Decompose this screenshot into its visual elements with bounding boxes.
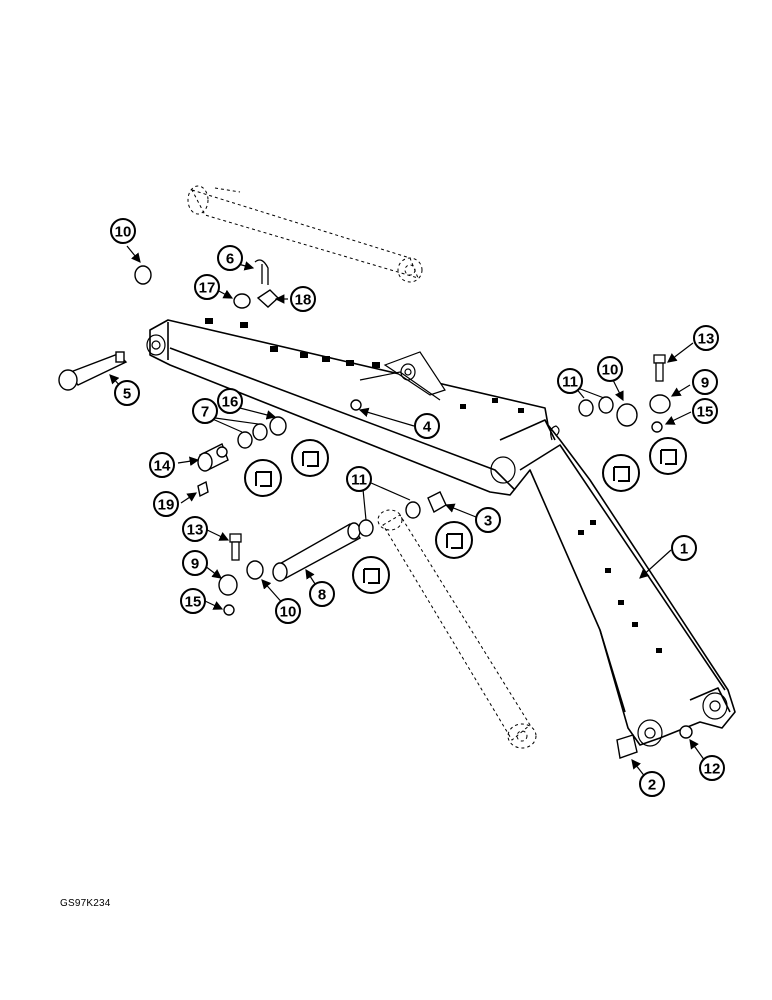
- callout-5: 5: [114, 380, 140, 406]
- kit-symbol: [435, 521, 473, 559]
- callout-label: 14: [154, 458, 171, 475]
- callout-label: 9: [701, 375, 709, 392]
- callout-circle: [414, 413, 440, 439]
- callout-label: 10: [280, 604, 297, 621]
- callout-label: 19: [158, 497, 175, 514]
- callout-label: 10: [115, 224, 132, 241]
- callout-label: 1: [680, 541, 688, 558]
- callout-circle: [699, 755, 725, 781]
- callout-circle: [692, 369, 718, 395]
- callout-label: 4: [423, 419, 432, 436]
- callout-13: 13: [182, 516, 208, 542]
- callout-2: 2: [639, 771, 665, 797]
- callout-circle: [639, 771, 665, 797]
- callout-label: 10: [602, 362, 619, 379]
- callout-circle: [149, 452, 175, 478]
- callout-circle: [309, 581, 335, 607]
- callout-label: 16: [222, 394, 239, 411]
- callout-label: 18: [295, 292, 312, 309]
- callout-label: 13: [698, 331, 715, 348]
- callout-13: 13: [693, 325, 719, 351]
- callout-label: 11: [562, 374, 578, 391]
- callout-circle: [346, 466, 372, 492]
- callout-10: 10: [597, 356, 623, 382]
- callout-circle: [671, 535, 697, 561]
- callout-9: 9: [692, 369, 718, 395]
- callout-11: 11: [346, 466, 372, 492]
- callout-16: 16: [217, 388, 243, 414]
- callout-10: 10: [110, 218, 136, 244]
- callout-label: 9: [191, 556, 199, 573]
- pin-part-14: [197, 443, 229, 472]
- callout-circle: [192, 398, 218, 424]
- callout-11: 11: [557, 368, 583, 394]
- callout-label: 15: [185, 594, 202, 611]
- callout-4: 4: [414, 413, 440, 439]
- washers-and-bushings: [134, 265, 693, 759]
- callout-circle: [217, 388, 243, 414]
- callout-circle: [475, 507, 501, 533]
- callout-label: 7: [201, 404, 209, 421]
- callout-1: 1: [671, 535, 697, 561]
- callout-label: 2: [648, 777, 656, 794]
- callout-circle: [557, 368, 583, 394]
- boom-details: [146, 334, 728, 747]
- callout-9: 9: [182, 550, 208, 576]
- boom-arm: [149, 319, 736, 746]
- seal-kit-symbols: [244, 437, 687, 594]
- cotter-pin-part-6: [254, 259, 269, 285]
- callout-label: 11: [351, 472, 367, 489]
- callout-12: 12: [699, 755, 725, 781]
- callout-10: 10: [275, 598, 301, 624]
- bolt-part-13: [229, 354, 666, 561]
- callout-circle: [693, 325, 719, 351]
- callout-6: 6: [217, 245, 243, 271]
- callout-3: 3: [475, 507, 501, 533]
- kit-symbol: [244, 459, 282, 497]
- callout-circle: [182, 516, 208, 542]
- callout-label: 13: [187, 522, 204, 539]
- callout-circle: [110, 218, 136, 244]
- callout-18: 18: [290, 286, 316, 312]
- dipper-cylinder-phantom: [377, 509, 537, 749]
- kit-symbol: [649, 437, 687, 475]
- pin-part-5: [58, 351, 128, 391]
- callout-label: 12: [704, 761, 721, 778]
- boom-fittings: [205, 318, 662, 653]
- callout-14: 14: [149, 452, 175, 478]
- callout-circle: [275, 598, 301, 624]
- callout-15: 15: [692, 398, 718, 424]
- callout-circle: [290, 286, 316, 312]
- callout-circle: [194, 274, 220, 300]
- callout-label: 15: [697, 404, 714, 421]
- callout-7: 7: [192, 398, 218, 424]
- callout-label: 5: [123, 386, 131, 403]
- callout-17: 17: [194, 274, 220, 300]
- kit-symbol: [352, 556, 390, 594]
- pin-part-8: [272, 522, 362, 582]
- callout-label: 6: [226, 251, 234, 268]
- callout-circle: [217, 245, 243, 271]
- callout-8: 8: [309, 581, 335, 607]
- callout-label: 3: [484, 513, 492, 530]
- callout-circle: [182, 550, 208, 576]
- callout-circle: [114, 380, 140, 406]
- callout-label: 8: [318, 587, 326, 604]
- boom-cylinder-phantom: [187, 185, 423, 283]
- kit-symbol: [602, 454, 640, 492]
- callout-circle: [692, 398, 718, 424]
- callout-circle: [597, 356, 623, 382]
- callout-circle: [180, 588, 206, 614]
- callout-15: 15: [180, 588, 206, 614]
- callout-label: 17: [199, 280, 216, 297]
- callout-19: 19: [153, 491, 179, 517]
- figure-code: GS97K234: [60, 898, 111, 909]
- callout-circle: [153, 491, 179, 517]
- kit-symbol: [291, 439, 329, 477]
